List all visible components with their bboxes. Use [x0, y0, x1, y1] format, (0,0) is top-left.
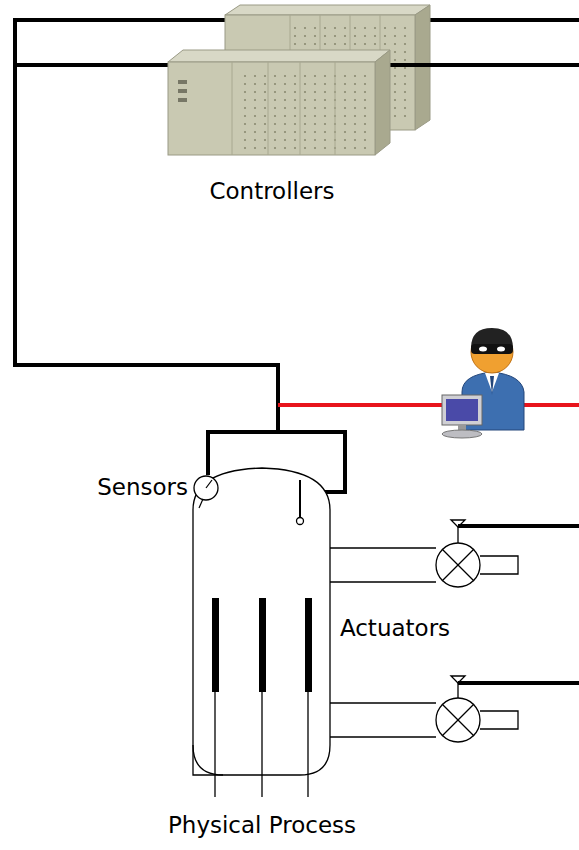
- pipe: [330, 548, 518, 737]
- pressure-gauge: [194, 476, 218, 508]
- attacker-icon: [442, 328, 524, 438]
- component-label: Actuators: [340, 615, 450, 643]
- process-tank: [193, 468, 330, 797]
- controller-rack: [168, 50, 390, 155]
- component-label: Controllers: [209, 178, 334, 206]
- component-label: Physical Process: [168, 812, 356, 840]
- actuator-wire: [458, 526, 579, 683]
- attack-wire: [278, 403, 579, 407]
- thermometer: [297, 480, 304, 525]
- component-label: Sensors: [97, 474, 188, 502]
- fuel-rod: [212, 598, 312, 692]
- network-wire: [15, 20, 579, 492]
